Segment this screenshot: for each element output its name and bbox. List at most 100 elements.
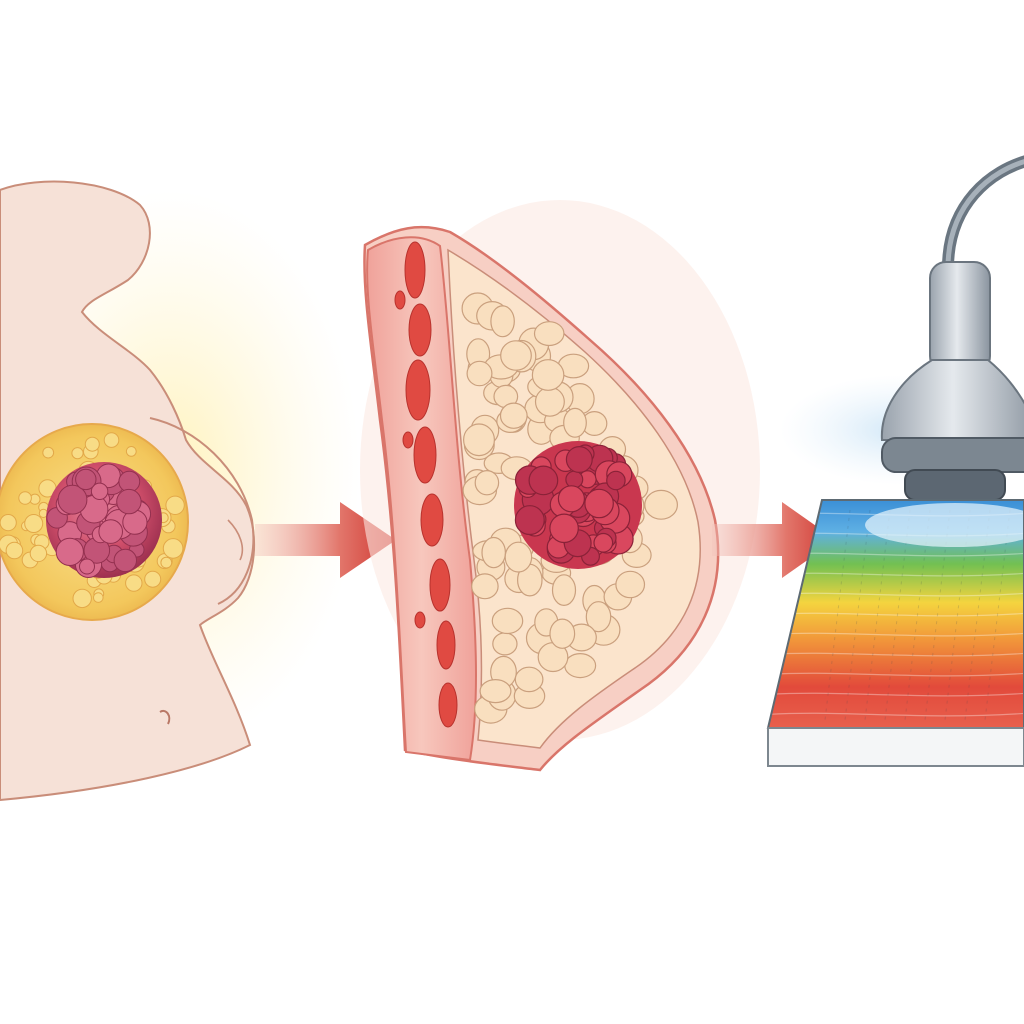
fat-lobule <box>42 446 55 459</box>
probe-tip <box>904 469 1006 501</box>
nipple-line <box>227 519 244 561</box>
scan-tick <box>964 509 991 721</box>
scan-line <box>768 672 1024 677</box>
tumor-nodule <box>557 485 586 513</box>
fat-cell <box>471 573 499 600</box>
tumor-nodule <box>565 446 593 474</box>
fat-cell <box>533 321 565 347</box>
fat-cell <box>585 601 612 633</box>
fat-cell <box>499 402 528 429</box>
fat-lobule <box>160 556 173 569</box>
scan-tick <box>924 509 951 721</box>
fat-cell <box>551 574 577 606</box>
fat-lobule <box>71 447 84 460</box>
fat-lobule <box>0 514 17 532</box>
fat-cell <box>534 386 565 417</box>
blood-cell <box>414 611 426 629</box>
tumor-nodule <box>565 470 584 489</box>
tumor-nodule <box>606 470 626 491</box>
blood-cell <box>436 620 456 670</box>
tumor-cluster-large <box>514 441 642 569</box>
fat-cell <box>492 632 518 656</box>
fat-cell <box>490 305 515 338</box>
fat-lobule <box>162 538 184 559</box>
tumor-nodule <box>98 519 123 544</box>
blood-cell <box>394 290 406 310</box>
fat-cell <box>500 340 532 371</box>
tumor-nodule <box>90 482 109 500</box>
tumor-nodule <box>75 468 97 491</box>
fat-cell <box>491 607 524 635</box>
scan-tick <box>864 509 891 721</box>
fat-cell <box>474 470 500 496</box>
fat-lobule <box>93 592 104 603</box>
fat-cell <box>531 359 565 391</box>
fat-cell <box>514 666 544 693</box>
fat-cell <box>481 536 506 569</box>
tumor-nodule <box>593 532 614 553</box>
blood-cell <box>438 682 458 728</box>
tumor-nodule <box>584 488 614 519</box>
fat-lobule <box>103 432 120 448</box>
fat-lobule <box>24 514 44 533</box>
fat-lobule <box>72 588 92 609</box>
scan-base <box>767 727 1024 767</box>
blood-cell <box>402 431 414 449</box>
breast-contour <box>149 417 255 605</box>
blood-cell <box>404 241 426 299</box>
fat-cell <box>563 407 587 438</box>
fat-lobule <box>18 491 32 505</box>
tumor-nodule <box>57 484 88 515</box>
blood-cell <box>429 558 451 612</box>
arrow-right-icon <box>255 502 396 578</box>
navel <box>159 710 171 725</box>
fat-lobule <box>165 495 185 515</box>
fat-lobule <box>144 570 162 588</box>
scan-image <box>768 500 1024 728</box>
tumor-nodule <box>549 513 579 544</box>
fat-cell <box>644 489 678 520</box>
scan-tick <box>824 509 851 721</box>
blood-cell <box>405 359 431 421</box>
blood-cell <box>408 303 432 357</box>
tumor-nodule <box>528 465 559 496</box>
probe-head <box>880 359 1024 441</box>
scan-line <box>768 692 1024 697</box>
fat-cell <box>463 423 496 457</box>
probe-cable-highlight <box>945 159 1024 271</box>
scan-tick <box>944 509 971 721</box>
fat-cell <box>504 541 533 573</box>
tumor-nodule <box>116 488 142 515</box>
fat-lobule <box>84 436 100 452</box>
scan-line <box>768 652 1024 657</box>
fat-lobule <box>29 544 48 563</box>
blood-cell <box>413 426 437 484</box>
beam-glow <box>865 503 1024 547</box>
scan-outline <box>766 499 1024 729</box>
fat-lobule <box>5 541 24 560</box>
arrow-right-icon <box>712 502 836 578</box>
blood-cell <box>420 493 444 547</box>
scan-tick <box>844 509 871 721</box>
tumor-nodule <box>514 505 545 536</box>
torso-with-tumor-icon <box>0 180 360 802</box>
scan-tick <box>904 509 931 721</box>
tumor-nodule <box>113 548 138 573</box>
scan-line <box>768 712 1024 717</box>
fat-lobule <box>125 574 143 592</box>
scan-tick <box>984 509 1011 721</box>
tumor-nodule <box>55 537 84 567</box>
tumor-cluster-small <box>46 462 162 579</box>
ultrasound-probe-icon <box>766 155 1024 767</box>
fat-cell <box>466 360 493 387</box>
fat-cell <box>615 570 646 599</box>
tissue-cross-section-icon <box>360 200 760 772</box>
scan-tick <box>884 509 911 721</box>
probe-transducer <box>881 437 1024 473</box>
probe-handle <box>929 261 991 373</box>
blood-cells <box>394 241 458 728</box>
tumor-nodule <box>79 558 95 575</box>
fat-cell <box>479 678 512 704</box>
